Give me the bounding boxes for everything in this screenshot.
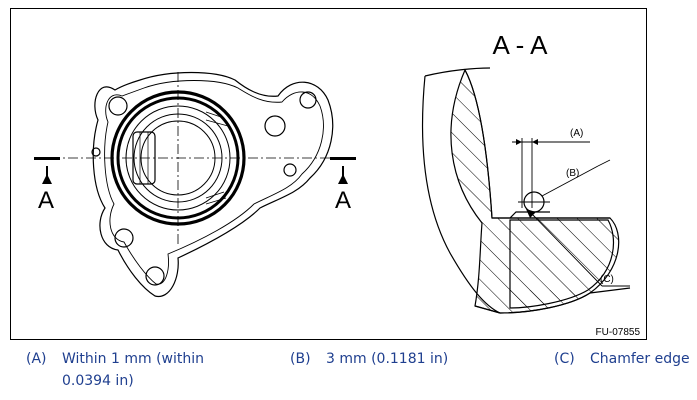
callout-a: (A)	[570, 128, 583, 139]
callout-b: (B)	[566, 168, 579, 179]
legend-key: (B)	[290, 351, 311, 367]
technical-figure: A A A - A (A)	[10, 8, 647, 340]
center-lines	[50, 72, 355, 246]
callout-c: (C)	[600, 274, 614, 285]
section-marker-right: A	[330, 157, 356, 214]
legend-text: Chamfer edge	[590, 351, 690, 367]
section-view	[421, 67, 631, 314]
legend-text: Within 1 mm (within 0.0394 in)	[62, 351, 205, 389]
legend-key: (C)	[554, 351, 575, 367]
section-marker-left: A	[34, 157, 60, 214]
legend-key: (A)	[26, 351, 47, 367]
figure-code: FU-07855	[596, 327, 641, 338]
section-label-right: A	[335, 187, 351, 214]
legend-text: 3 mm (0.1181 in)	[326, 351, 449, 367]
section-label-left: A	[38, 187, 54, 214]
legend: (A) Within 1 mm (within 0.0394 in) (B) 3…	[0, 348, 697, 400]
section-title: A - A	[493, 30, 549, 60]
